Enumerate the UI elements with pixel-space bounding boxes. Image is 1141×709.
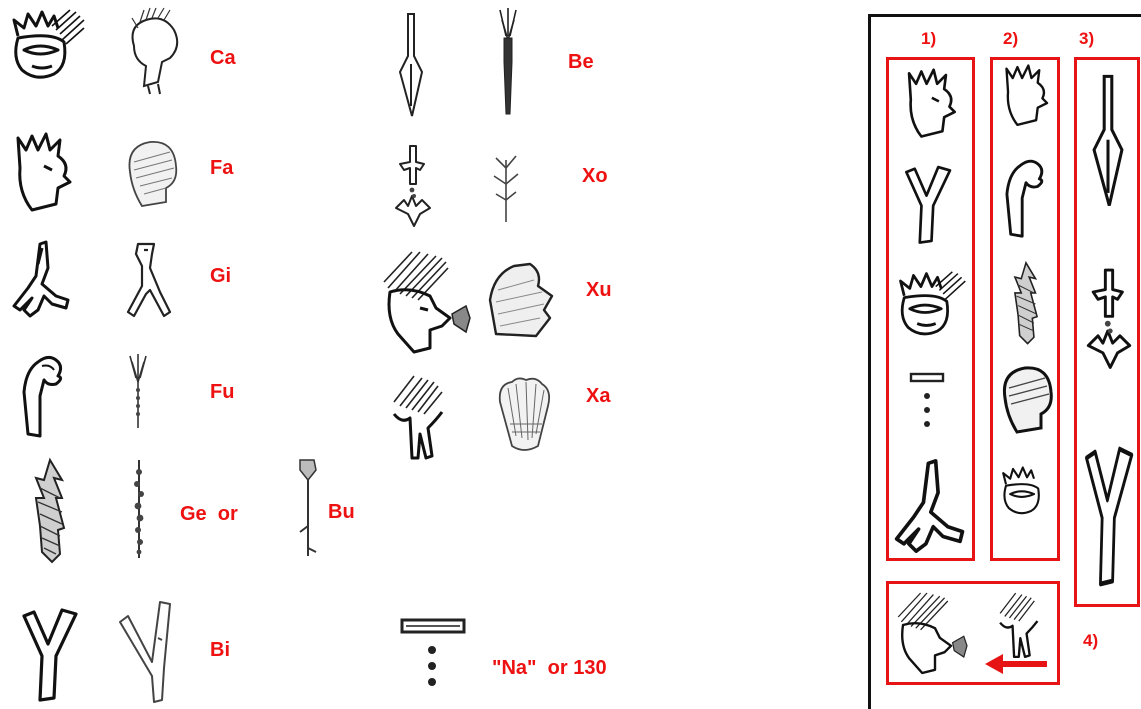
group-1-label: 1) — [921, 29, 936, 49]
face-blowing-glyph — [895, 588, 975, 678]
bent-hand-glyph — [1001, 156, 1051, 240]
spearhead-glyph — [396, 10, 426, 120]
group-4-label: 4) — [1083, 631, 1098, 651]
group-2-label: 2) — [1003, 29, 1018, 49]
forked-branch-glyph — [20, 604, 82, 704]
hatched-arrow-glyph — [26, 458, 74, 566]
crowned-face-glyph — [901, 68, 961, 140]
label-xa: Xa — [586, 384, 610, 408]
label-bu: Bu — [328, 500, 355, 524]
face-blowing-glyph — [380, 248, 480, 356]
label-gi: Gi — [210, 264, 231, 288]
comparison-panel: 1) 2) 3) — [868, 14, 1141, 709]
hatched-head-glyph — [120, 132, 182, 212]
group-3-label: 3) — [1079, 29, 1094, 49]
left-arrow-icon — [983, 652, 1049, 676]
hatched-tree-glyph — [993, 590, 1043, 660]
label-xo: Xo — [582, 164, 608, 188]
group-4-box — [886, 581, 1060, 685]
label-na: "Na" or 130 — [492, 656, 607, 680]
lily-on-stand-glyph — [390, 142, 436, 232]
forked-branch-glyph — [903, 162, 955, 246]
feather-stick-glyph — [118, 352, 158, 432]
face-with-hatched-crest-glyph — [895, 268, 969, 344]
crowned-face-glyph — [12, 132, 74, 214]
lily-on-stand-glyph — [1081, 256, 1137, 384]
face-with-hatched-crest-glyph — [999, 456, 1055, 528]
hatched-tree-glyph — [388, 372, 446, 462]
forked-stick-glyph — [120, 240, 176, 320]
leaning-fork-glyph — [118, 598, 182, 706]
label-ca: Ca — [210, 46, 236, 70]
shell-glyph — [494, 376, 554, 456]
label-xu: Xu — [586, 278, 612, 302]
bar-and-dots-glyph — [398, 612, 470, 694]
face-with-hatched-crest-glyph — [8, 6, 88, 88]
knobbed-staff-glyph — [292, 456, 324, 562]
plume-stick-glyph — [490, 6, 526, 118]
branching-root-glyph — [12, 238, 74, 320]
crowned-face-glyph — [999, 64, 1053, 128]
label-fu: Fu — [210, 380, 234, 404]
hatched-cloud-glyph — [486, 260, 558, 340]
label-ge-or: Ge or — [180, 502, 238, 526]
label-fa: Fa — [210, 156, 233, 180]
group-2-box — [990, 57, 1060, 561]
sprout-glyph — [486, 148, 526, 224]
group-1-box — [886, 57, 975, 561]
hatched-arrow-glyph — [1007, 260, 1045, 348]
group-3-box — [1074, 57, 1140, 607]
bent-hand-glyph — [18, 352, 70, 440]
spearhead-glyph — [1089, 66, 1127, 216]
bar-and-dots-glyph — [907, 370, 947, 436]
label-bi: Bi — [210, 638, 230, 662]
label-be: Be — [568, 50, 594, 74]
hatched-head-glyph — [995, 356, 1057, 440]
forked-branch-glyph — [1083, 440, 1137, 590]
dotted-staff-glyph — [124, 458, 154, 560]
branching-root-glyph — [893, 456, 971, 556]
head-with-crest-glyph — [118, 6, 188, 96]
